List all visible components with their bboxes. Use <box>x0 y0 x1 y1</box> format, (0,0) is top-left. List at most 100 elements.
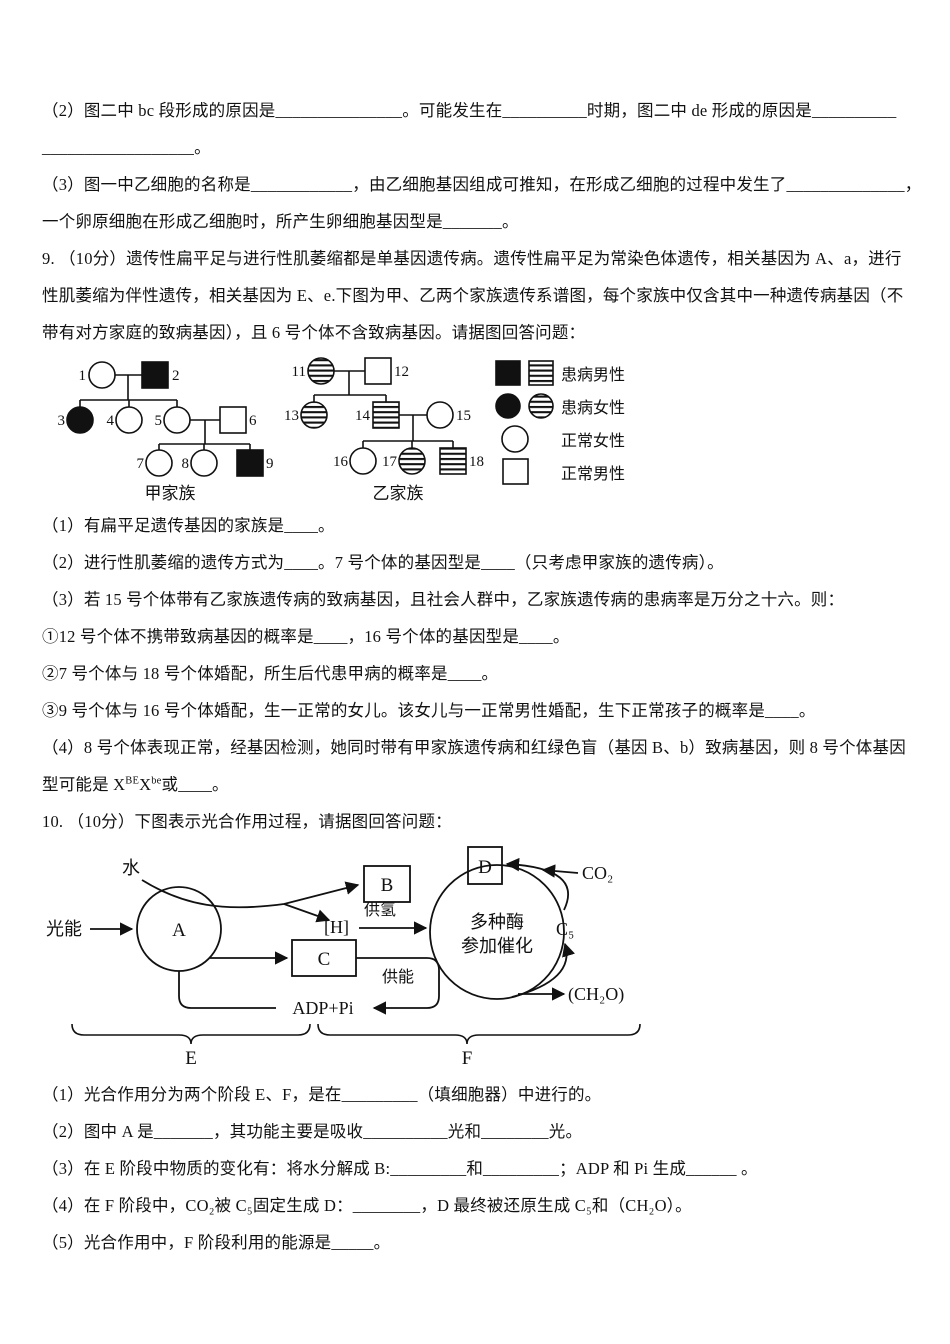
individual-7-symbol <box>145 449 173 477</box>
structure-b-box <box>363 865 411 903</box>
q9-part3-sub2: ②7 号个体与 18 号个体婚配，所生后代患甲病的概率是____。 <box>42 664 499 683</box>
enzyme-note-line1: 多种酶 <box>470 912 524 932</box>
structure-c-label: C <box>318 949 331 970</box>
individual-17-symbol <box>398 447 426 475</box>
individual-2-label: 2 <box>172 368 180 384</box>
q9-part2: （2）进行性肌萎缩的遗传方式为____。7 号个体的基因型是____（只考虑甲家… <box>42 553 724 572</box>
co2-label: CO₂ <box>582 863 613 883</box>
individual-13-symbol <box>300 401 328 429</box>
stage-f-brace <box>317 1023 641 1045</box>
individual-18-symbol <box>439 447 467 475</box>
individual-6-label: 6 <box>249 413 257 429</box>
legend-normal-female-label: 正常女性 <box>561 431 625 450</box>
exam-page: （2）图二中 bc 段形成的原因是_______________。可能发生在__… <box>42 101 922 1252</box>
c-to-adp-path <box>356 957 440 1015</box>
individual-18-label: 18 <box>469 454 484 470</box>
individual-9-symbol <box>236 449 264 477</box>
supply-hydrogen-label: 供氢 <box>364 901 396 919</box>
adp-to-a-path <box>178 971 276 1009</box>
q8-part3-line1: （3）图一中乙细胞的名称是____________，由乙细胞基因组成可推知，在形… <box>42 175 922 194</box>
individual-7-label: 7 <box>137 456 145 472</box>
calvin-cycle-circle <box>429 864 565 1000</box>
q9-part3: （3）若 15 号个体带有乙家族遗传病的致病基因，且社会人群中，乙家族遗传病的患… <box>42 590 845 609</box>
pedigree-figure: 1 2 3 4 5 6 7 8 9 甲家族 <box>58 357 625 503</box>
legend-normal-male-label: 正常男性 <box>561 465 625 483</box>
adp-label: ADP+Pi <box>292 998 353 1018</box>
q10-part4: （4）在 F 阶段中，CO₂被 C₅固定生成 D：________，D 最终被还… <box>42 1196 692 1215</box>
legend-affected-male-label: 患病男性 <box>561 366 625 384</box>
photosynthesis-figure: 光能 A 水 B [H] 供氢 多种酶 参加催化 D CO₂ C₅ (CH₂O)… <box>46 846 641 1069</box>
family-yi-connectors <box>313 370 454 448</box>
q8-part3-line2: 一个卵原细胞在形成乙细胞时，所产生卵细胞基因型是_______。 <box>42 212 519 231</box>
affected-male-hatched-icon <box>528 360 554 386</box>
family-jia-connectors <box>79 374 251 450</box>
individual-11-label: 11 <box>292 364 306 380</box>
enzyme-note-line2: 参加催化 <box>461 936 533 956</box>
q9-part4-post: 或____。 <box>161 775 229 794</box>
q10-stem: 10. （10分）下图表示光合作用过程，请据图回答问题： <box>42 812 452 831</box>
legend-affected-female-label: 患病女性 <box>561 398 625 417</box>
individual-5-label: 5 <box>155 413 163 429</box>
stage-f-label: F <box>462 1048 473 1069</box>
individual-13-label: 13 <box>284 408 299 424</box>
individual-3-label: 3 <box>58 413 65 429</box>
c5-to-d-arc <box>505 857 569 911</box>
individual-11-symbol <box>307 357 335 385</box>
individual-16-label: 16 <box>333 454 349 470</box>
supply-energy-label: 供能 <box>382 968 414 986</box>
q8-part2-line1: （2）图二中 bc 段形成的原因是_______________。可能发生在__… <box>42 101 897 120</box>
affected-male-solid-icon <box>495 360 521 386</box>
individual-12-symbol <box>364 357 392 385</box>
individual-12-label: 12 <box>394 364 409 380</box>
stage-e-label: E <box>185 1048 197 1069</box>
pedigree-legend: 患病男性 患病女性 正常女性 正常男性 <box>495 360 625 485</box>
q10-part2: （2）图中 A 是_______，其功能主要是吸收__________光和___… <box>42 1122 583 1141</box>
normal-male-icon <box>502 458 529 485</box>
q9-part3-sub3: ③9 号个体与 16 号个体婚配，生一正常的女儿。该女儿与一正常男性婚配，生下正… <box>42 701 816 720</box>
individual-1-label: 1 <box>79 368 87 384</box>
q9-part4-pre: 型可能是 X <box>42 775 126 794</box>
water-curve <box>141 879 285 909</box>
individual-9-label: 9 <box>266 456 274 472</box>
q9-part4-line2: 型可能是 XBEXbe或____。 <box>42 766 922 803</box>
individual-8-symbol <box>190 449 218 477</box>
q8-part2-line2: __________________。 <box>42 138 211 157</box>
h-label: [H] <box>324 917 349 937</box>
water-label: 水 <box>122 858 140 878</box>
q9-stem-line2: 性肌萎缩为伴性遗传，相关基因为 E、e.下图为甲、乙两个家族遗传系谱图，每个家族… <box>42 286 904 305</box>
q10-part5: （5）光合作用中，F 阶段利用的能源是_____。 <box>42 1233 391 1252</box>
structure-d-label: D <box>478 857 492 878</box>
q10-part3: （3）在 E 阶段中物质的变化有：将水分解成 B:_________和_____… <box>42 1159 758 1178</box>
co2-arrow <box>541 864 579 878</box>
q9-part4-mid: X <box>139 775 152 794</box>
individual-15-label: 15 <box>456 408 471 424</box>
affected-female-hatched-icon <box>528 393 554 419</box>
affected-female-solid-icon <box>495 393 521 419</box>
q10-part1: （1）光合作用分为两个阶段 E、F，是在_________（填细胞器）中进行的。 <box>42 1085 602 1104</box>
q9-part4-line1: （4）8 号个体表现正常，经基因检测，她同时带有甲家族遗传病和红绿色盲（基因 B… <box>42 738 906 757</box>
normal-female-icon <box>501 425 529 453</box>
q9-part1: （1）有扁平足遗传基因的家族是____。 <box>42 516 335 535</box>
q9-stem-line1: 9. （10分）遗传性扁平足与进行性肌萎缩都是单基因遗传病。遗传性扁平足为常染色… <box>42 249 902 268</box>
individual-5-symbol <box>163 406 191 434</box>
water-to-b-arrow <box>283 881 360 905</box>
stage-e-brace <box>71 1023 311 1045</box>
structure-d-box <box>467 846 503 885</box>
family-yi-caption: 乙家族 <box>373 484 424 503</box>
individual-16-symbol <box>349 447 377 475</box>
individual-14-label: 14 <box>355 408 371 424</box>
individual-15-symbol <box>426 401 454 429</box>
individual-17-label: 17 <box>382 454 398 470</box>
water-to-h-arrow <box>283 903 331 923</box>
structure-a-label: A <box>172 920 186 941</box>
individual-1-symbol <box>88 361 116 389</box>
individual-3-symbol <box>66 406 94 434</box>
family-jia-caption: 甲家族 <box>145 484 196 503</box>
structure-b-label: B <box>381 875 394 896</box>
q9-part4-sup1: BE <box>125 775 140 787</box>
q9-part3-sub1: ①12 号个体不携带致病基因的概率是____，16 号个体的基因型是____。 <box>42 627 570 646</box>
ch2o-label: (CH₂O) <box>568 984 624 1005</box>
individual-4-symbol <box>115 406 143 434</box>
individual-8-label: 8 <box>182 456 190 472</box>
c5-label: C₅ <box>556 919 574 939</box>
